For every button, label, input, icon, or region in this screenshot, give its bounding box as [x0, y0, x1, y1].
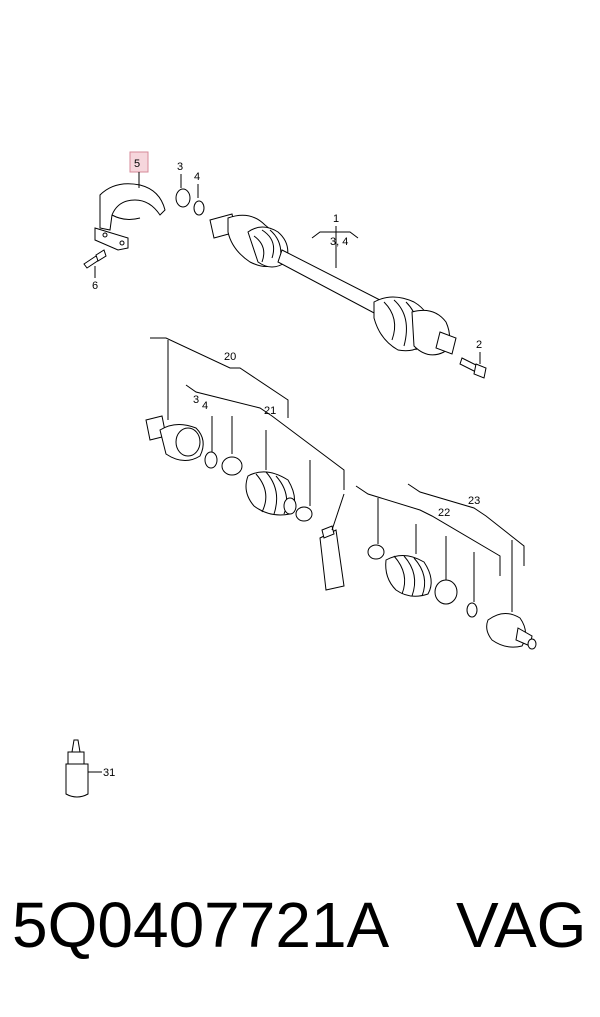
callout-1: 1	[333, 213, 339, 225]
callout-31: 31	[103, 767, 115, 779]
heat-shield-bracket[interactable]	[94, 183, 166, 251]
circlip-3b[interactable]	[204, 451, 218, 469]
drive-shaft-assembly[interactable]	[209, 213, 457, 356]
ring-22[interactable]	[466, 602, 478, 618]
callout-2: 2	[476, 339, 482, 351]
callout-6: 6	[92, 280, 98, 292]
bracket-1	[311, 226, 359, 268]
bracket-21	[185, 384, 345, 490]
outer-cv-joint[interactable]	[145, 415, 204, 461]
callout-23: 23	[468, 495, 480, 507]
inner-cv-joint[interactable]	[486, 613, 537, 650]
callout-4b: 4	[202, 400, 208, 412]
callout-3a: 3	[177, 161, 183, 173]
callout-21: 21	[264, 405, 276, 417]
bracket-22	[355, 485, 501, 576]
callout-1-sub: 3, 4	[330, 236, 348, 248]
leader-grease	[331, 493, 345, 531]
boot-22[interactable]	[385, 555, 432, 597]
clamp-4b[interactable]	[221, 456, 243, 476]
callout-20: 20	[224, 351, 236, 363]
ring-4[interactable]	[193, 200, 205, 216]
footer: 5Q0407721A VAG	[0, 888, 600, 978]
callout-5: 5	[134, 158, 140, 170]
bracket-23	[407, 483, 525, 566]
boot-21[interactable]	[245, 471, 297, 516]
part-number: 5Q0407721A	[12, 889, 390, 961]
circlip-3[interactable]	[175, 188, 191, 208]
parts-diagram: 5 6 3 4 1 3, 4 2 20 3 4 21	[65, 151, 537, 798]
callout-3b: 3	[193, 394, 199, 406]
bolt-6[interactable]	[83, 249, 107, 269]
clamp-small[interactable]	[295, 506, 313, 522]
bracket-20	[150, 337, 289, 418]
brand-label: VAG	[456, 889, 587, 961]
callout-22: 22	[438, 507, 450, 519]
clamp-22[interactable]	[367, 544, 385, 560]
grease-bottle-31[interactable]	[65, 739, 89, 798]
bolt-2[interactable]	[459, 357, 487, 379]
clamp-22b[interactable]	[434, 579, 458, 605]
grease-tube[interactable]	[319, 525, 345, 591]
callout-4a: 4	[194, 171, 200, 183]
